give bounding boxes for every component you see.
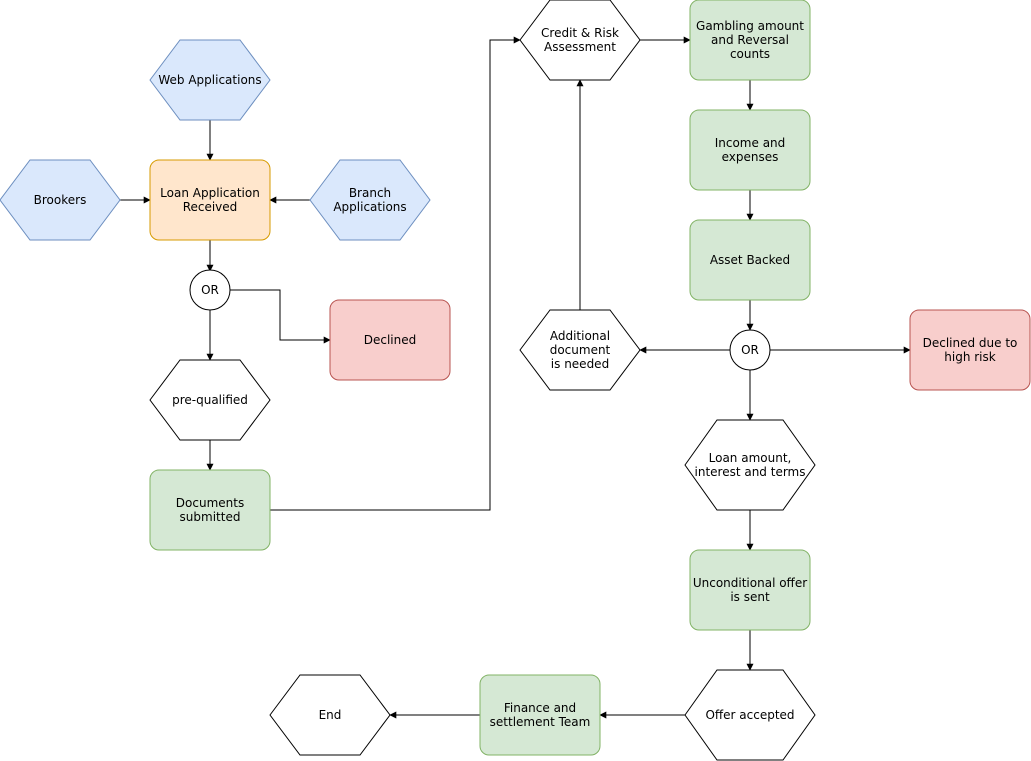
loan-amount-node: [684, 419, 816, 511]
edge-documents-to-credit: [270, 36, 521, 511]
declined-high-risk-node: [909, 309, 1031, 391]
asset-backed-node: [689, 219, 811, 301]
web-applications-node: [149, 39, 271, 121]
income-expenses-node: [689, 109, 811, 191]
end-node: [269, 674, 391, 756]
gambling-node: [689, 0, 811, 81]
loan-application-received-node: [149, 159, 271, 241]
documents-submitted-node: [149, 469, 271, 551]
or-gate-2: [729, 329, 771, 371]
offer-accepted-node: [684, 669, 816, 761]
credit-risk-assessment-node: [519, 0, 641, 81]
additional-document-node: [519, 309, 641, 391]
edge-or-to-declined: [230, 289, 331, 344]
edges: [120, 36, 911, 719]
or-gate-1: [189, 269, 231, 311]
brookers-node: [0, 159, 121, 241]
declined-node: [329, 299, 451, 381]
branch-applications-node: [309, 159, 431, 241]
prequalified-node: [149, 359, 271, 441]
finance-settlement-node: [479, 674, 601, 756]
unconditional-offer-node: [689, 549, 811, 631]
